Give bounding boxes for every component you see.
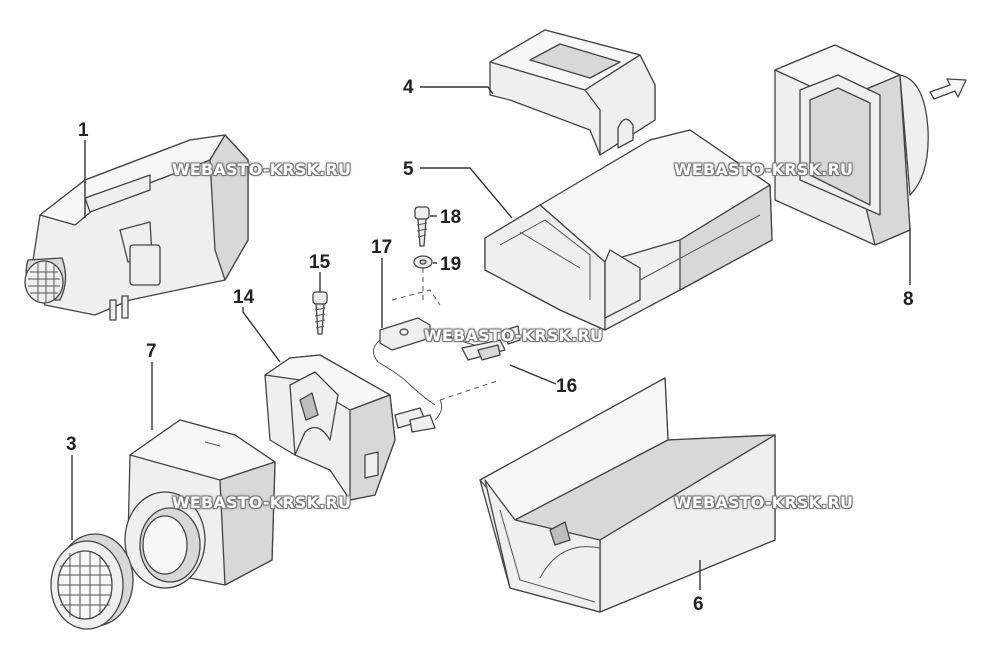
callout-17: 17 [371, 237, 392, 258]
watermark: WEBASTO-KRSK.RU [424, 326, 604, 345]
lower-housing [479, 377, 776, 613]
callout-3: 3 [66, 434, 77, 455]
callout-18: 18 [440, 207, 461, 228]
callout-14: 14 [233, 287, 255, 308]
connector-16 [461, 325, 521, 361]
watermark: WEBASTO-KRSK.RU [172, 160, 352, 179]
callout-4: 4 [403, 77, 414, 98]
callout-labels: 1 3 4 5 6 7 8 14 15 16 17 18 19 [66, 77, 914, 615]
leader-lines [71, 86, 911, 590]
control-unit [264, 354, 443, 501]
callout-16: 16 [556, 376, 577, 397]
callout-5: 5 [403, 159, 414, 180]
callout-7: 7 [146, 341, 157, 362]
callout-15: 15 [309, 252, 331, 273]
rear-cover [774, 44, 967, 246]
callout-1: 1 [78, 120, 89, 141]
heater-unit [24, 134, 249, 321]
watermark: WEBASTO-KRSK.RU [674, 493, 854, 512]
front-cover [124, 419, 276, 589]
watermark: WEBASTO-KRSK.RU [674, 160, 854, 179]
callout-8: 8 [903, 289, 914, 310]
heater-grille [24, 260, 64, 304]
screw-18 [414, 206, 430, 247]
top-cover [489, 29, 656, 156]
upper-housing [484, 129, 773, 331]
washer-19 [413, 255, 433, 269]
screw-15 [312, 291, 328, 335]
air-intake-grille [50, 533, 134, 630]
callout-6: 6 [693, 594, 704, 615]
watermark: WEBASTO-KRSK.RU [172, 493, 352, 512]
callout-19: 19 [440, 254, 461, 275]
